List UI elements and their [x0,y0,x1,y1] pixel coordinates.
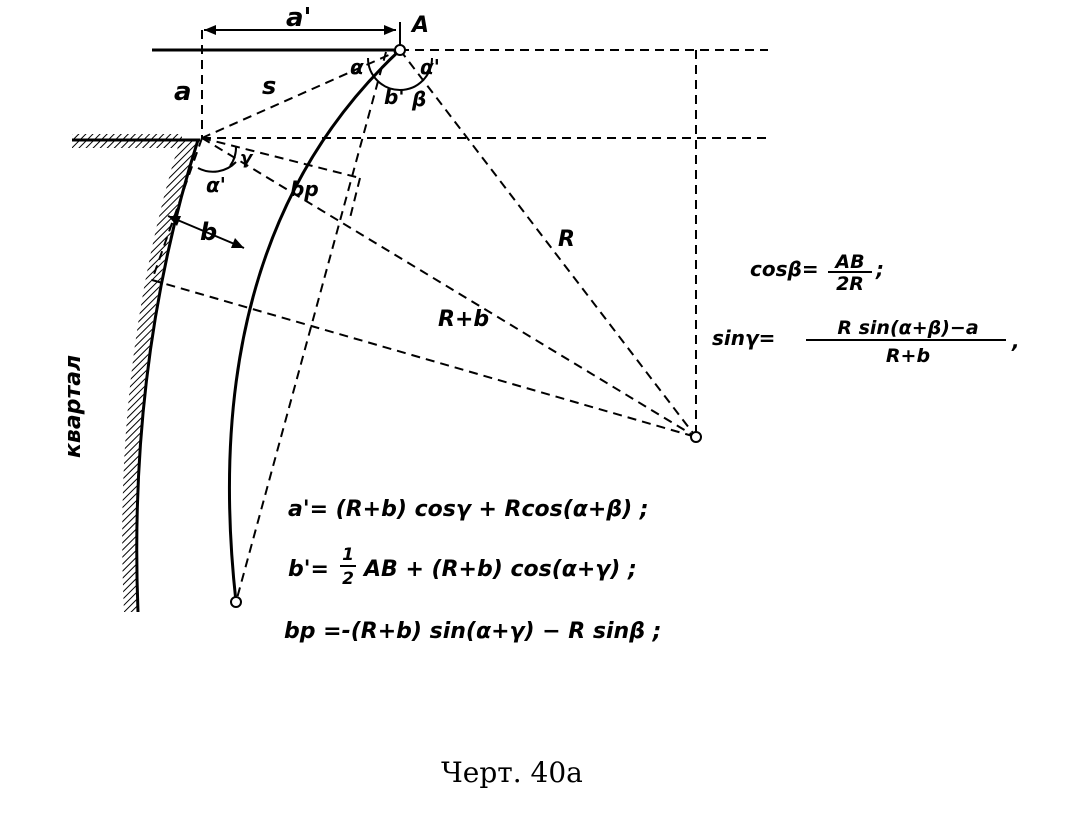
label-alpha-prime-top: α' [420,55,440,79]
label-b: b [200,218,217,246]
formula-sin-gamma-den: R+b [886,345,930,367]
formula-a-prime: a'= (R+b) cosγ + Rcos(α+β) ; [288,497,649,522]
formula-b-prime-lhs: b'= [288,557,329,582]
label-a-prime: a' [286,3,312,33]
label-point-a: A [410,13,429,38]
kerb-hatch-arc [122,140,196,612]
curve-end-point [230,596,242,608]
label-r: R [558,227,575,252]
arrowhead-left [204,25,216,35]
bp-line-top [201,137,361,179]
formula-cos-beta-den: 2R [836,273,864,295]
angle-arc-alpha [197,161,237,173]
angle-arc-gamma [229,145,238,167]
label-r-plus-b: R+b [438,307,489,332]
label-gamma: γ [240,148,254,169]
formula-sin-gamma-tail: , [1011,329,1020,353]
chord-ab [235,51,387,603]
angle-arc-a [367,57,433,91]
b-arrowhead-right [231,238,244,248]
label-a: a [174,77,192,107]
label-bp: bp [290,177,319,201]
lower-radius-line [151,279,697,438]
label-b-prime: b' [384,85,404,109]
radius-r-plus-b [201,137,697,438]
formula-cos-beta-lhs: cosβ= [750,257,819,281]
formula-bp: bp =-(R+b) sin(α+γ) − R sinβ ; [284,619,661,644]
turn-curve [227,48,402,603]
point-a [394,44,406,56]
formula-sin-gamma-lhs: sinγ= [712,326,775,350]
formula-cos-beta-tail: ; [875,257,884,281]
formula-b-prime-frac-den: 2 [342,569,354,589]
label-beta: β [411,87,426,111]
label-alpha: α [350,55,364,79]
label-kvartal: квартал [61,355,86,458]
radius-r [399,49,697,438]
figure-caption: Черт. 40а [441,756,583,789]
center-point [690,431,702,443]
formula-b-prime-rhs: AB + (R+b) cos(α+γ) ; [362,557,637,582]
b-dimension [167,215,245,249]
formula-sin-gamma-num: R sin(α+β)−a [837,317,978,339]
b-offset-line [151,137,203,281]
arrowhead-right [384,25,396,35]
label-alpha-prime-left: α' [206,173,226,197]
formula-b-prime-frac-num: 1 [342,545,354,565]
b-arrowhead-left [168,216,181,226]
bp-line-right [349,177,361,219]
formula-cos-beta-num: AB [833,251,864,273]
chord-s [201,49,401,139]
label-s: s [262,72,276,100]
